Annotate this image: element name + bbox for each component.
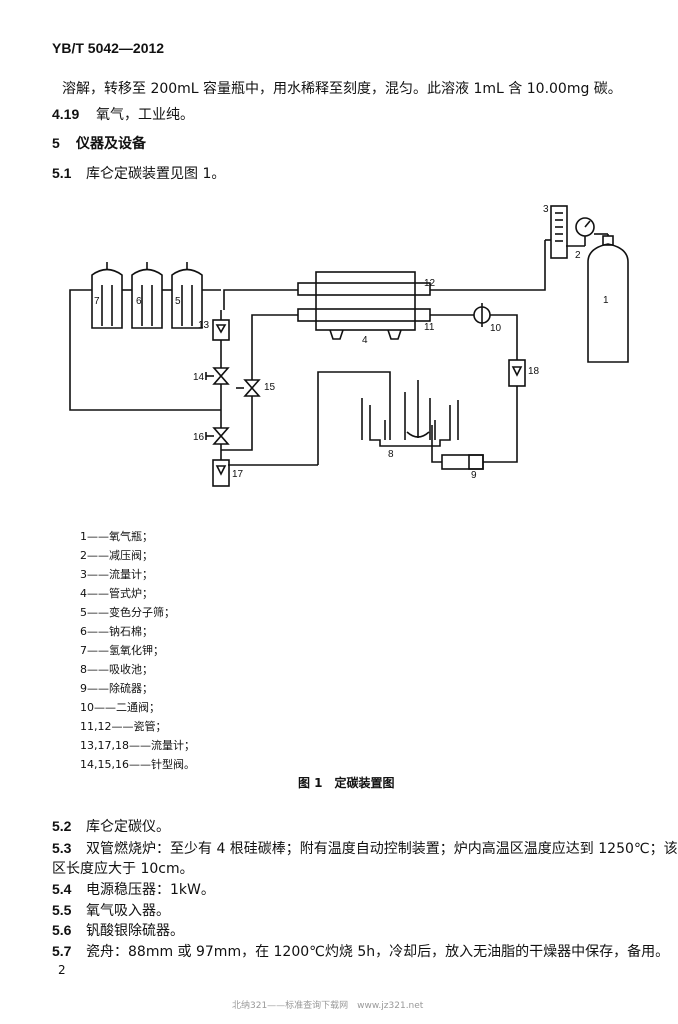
item-text: 库仑定碳仪。: [86, 819, 170, 835]
absorption-cell: [361, 380, 459, 447]
standard-code: YB/T 5042—2012: [52, 40, 165, 56]
flowmeter-18: [508, 359, 526, 387]
section-number: 5: [52, 135, 60, 151]
section-5-heading: 5 仪器及设备: [52, 133, 146, 153]
item-5-1: 5.1 库仑定碳装置见图 1。: [52, 163, 225, 183]
item-number: 5.3: [52, 840, 72, 856]
flowmeter-3: [550, 205, 568, 259]
item-text: 瓷舟：88mm 或 97mm，在 1200℃灼烧 5h，冷却后，放入无油脂的干燥…: [86, 944, 670, 960]
pressure-regulator: [566, 217, 609, 247]
label-8: 8: [388, 449, 394, 460]
legend-item: 4——管式炉；: [80, 587, 153, 600]
label-11: 11: [424, 322, 435, 333]
item-number: 5.4: [52, 881, 72, 897]
label-7: 7: [94, 296, 100, 307]
item-number: 4.19: [52, 106, 80, 122]
needle-valve-16: [205, 427, 230, 445]
label-3: 3: [543, 204, 549, 215]
item-5-3-continued: 区长度应大于 10cm。: [52, 861, 194, 877]
label-5: 5: [175, 296, 181, 307]
label-1: 1: [603, 295, 609, 306]
item-5-4: 5.4 电源稳压器：1kW。: [52, 879, 215, 899]
needle-valve-15: [236, 379, 261, 397]
intro-line: 溶解，转移至 200mL 容量瓶中，用水稀释至刻度，混匀。此溶液 1mL 含 1…: [62, 81, 622, 97]
label-10: 10: [490, 323, 502, 334]
item-5-7: 5.7 瓷舟：88mm 或 97mm，在 1200℃灼烧 5h，冷却后，放入无油脂…: [52, 941, 669, 961]
label-17: 17: [232, 469, 244, 480]
tube-furnace: [297, 271, 431, 340]
item-number: 5.5: [52, 902, 72, 918]
item-number: 5.6: [52, 922, 72, 938]
label-14: 14: [193, 372, 205, 383]
legend-item: 3——流量计；: [80, 568, 153, 581]
item-5-2: 5.2 库仑定碳仪。: [52, 816, 170, 836]
label-18: 18: [528, 366, 540, 377]
item-5-3: 5.3 双管燃烧炉：至少有 4 根硅碳棒；附有温度自动控制装置；炉内高温区温度应达…: [52, 838, 678, 858]
legend-item: 11,12——瓷管；: [80, 720, 167, 733]
item-text: 钒酸银除硫器。: [86, 923, 184, 939]
legend-item: 14,15,16——针型阀。: [80, 758, 195, 771]
item-number: 5.2: [52, 818, 72, 834]
sulfur-remover: [441, 454, 484, 470]
needle-valve-14: [205, 367, 230, 385]
label-16: 16: [193, 432, 205, 443]
item-text: 库仑定碳装置见图 1。: [86, 166, 226, 182]
item-4-19: 4.19 氧气，工业纯。: [52, 104, 194, 124]
legend-item: 2——减压阀；: [80, 549, 153, 562]
legend-item: 9——除硫器；: [80, 682, 153, 695]
legend-item: 6——钠石棉；: [80, 625, 153, 638]
bottle-koh: [91, 262, 123, 329]
label-9: 9: [471, 470, 477, 481]
item-number: 5.1: [52, 165, 72, 181]
item-text: 氧气，工业纯。: [96, 107, 194, 123]
bottle-molecular-sieve: [171, 262, 203, 329]
bottle-sodium-asbestos: [131, 262, 163, 329]
legend-item: 8——吸收池；: [80, 663, 153, 676]
footer-watermark: 北纳321——标准查询下载网 www.jz321.net: [232, 1001, 424, 1011]
legend-item: 7——氢氧化钾；: [80, 644, 164, 657]
two-way-valve: [473, 303, 491, 327]
flowmeter-13: [212, 319, 230, 341]
item-text: 电源稳压器：1kW。: [86, 882, 215, 898]
legend-item: 13,17,18——流量计；: [80, 739, 195, 752]
label-15: 15: [264, 382, 276, 393]
item-5-5: 5.5 氧气吸入器。: [52, 900, 170, 920]
label-2: 2: [575, 250, 581, 261]
legend-item: 1——氧气瓶；: [80, 530, 153, 543]
label-12: 12: [424, 278, 436, 289]
figure-caption: 图 1 定碳装置图: [298, 776, 395, 790]
label-4: 4: [362, 335, 368, 346]
section-title: 仪器及设备: [76, 136, 146, 152]
page-number: 2: [58, 963, 66, 977]
label-6: 6: [136, 296, 142, 307]
label-13: 13: [198, 320, 210, 331]
item-text: 双管燃烧炉：至少有 4 根硅碳棒；附有温度自动控制装置；炉内高温区温度应达到 1…: [86, 841, 678, 857]
legend-item: 10——二通阀；: [80, 701, 160, 714]
item-number: 5.7: [52, 943, 72, 959]
flowmeter-17: [212, 459, 230, 487]
item-5-6: 5.6 钒酸银除硫器。: [52, 920, 184, 940]
legend-item: 5——变色分子筛；: [80, 606, 175, 619]
item-text: 氧气吸入器。: [86, 903, 170, 919]
